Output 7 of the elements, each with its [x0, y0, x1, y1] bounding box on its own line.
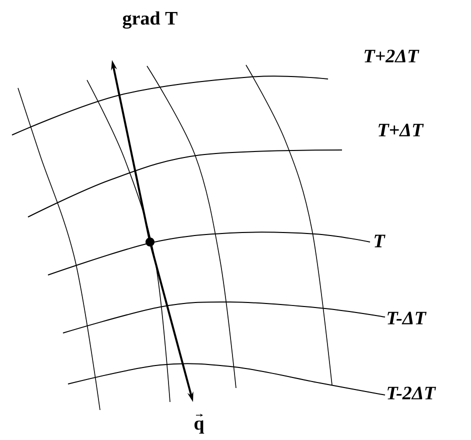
isotherm-label: T-2ΔT	[388, 386, 436, 400]
axis-label: grad T	[122, 11, 178, 29]
isotherm-label: T	[374, 234, 386, 248]
isotherm-label: T+2ΔT	[364, 50, 420, 62]
vector-label: q	[194, 414, 204, 434]
isotherm-label: T-ΔT	[388, 312, 427, 324]
isotherm-label: T+ΔT	[378, 124, 424, 136]
